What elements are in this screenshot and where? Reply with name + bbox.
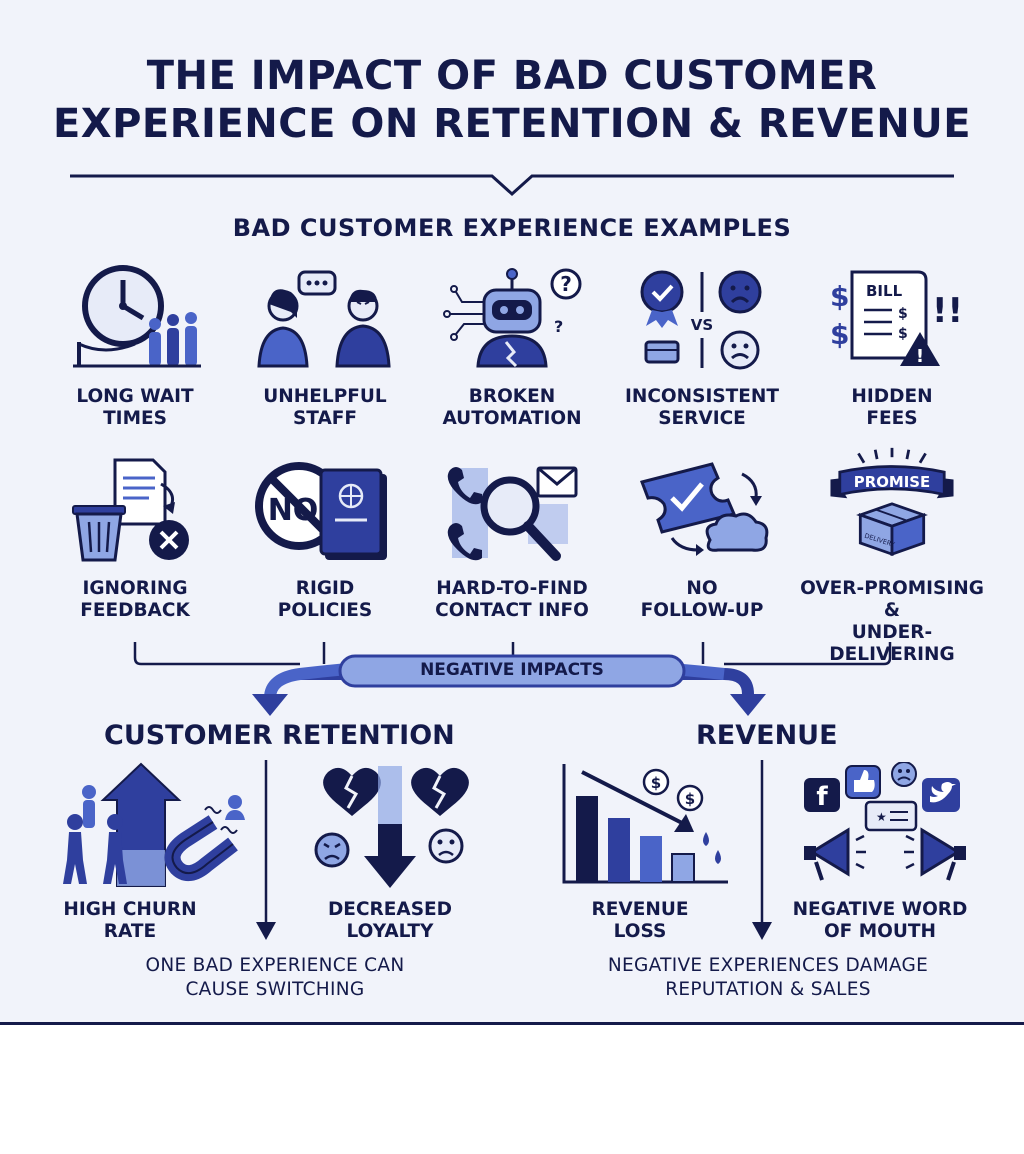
example-label-unhelpful-staff: UNHELPFUL STAFF bbox=[263, 386, 387, 429]
example-label-inconsistent-service: INCONSISTENT SERVICE bbox=[624, 386, 780, 429]
example-label-long-wait: LONG WAIT TIMES bbox=[76, 386, 194, 429]
promise-text: PROMISE bbox=[854, 473, 930, 491]
broken-heart-icon bbox=[314, 766, 469, 888]
revenue-divider-arrow bbox=[752, 760, 772, 940]
search-contact-icon bbox=[447, 466, 578, 561]
frustrated-people-icon bbox=[257, 270, 391, 368]
title-divider bbox=[70, 174, 954, 197]
svg-text:?: ? bbox=[560, 272, 572, 296]
revenue-label-negative-word-of-mouth: NEGATIVE WORD OF MOUTH bbox=[792, 899, 968, 942]
promise-box-icon: PROMISE DELIVERY bbox=[830, 447, 954, 556]
churn-magnet-icon bbox=[63, 762, 245, 887]
svg-text:$: $ bbox=[830, 280, 849, 313]
svg-text:?: ? bbox=[554, 317, 563, 336]
social-megaphone-icon: f ★ bbox=[804, 762, 966, 881]
negative-impacts-arrow bbox=[252, 654, 766, 716]
example-label-no-follow-up: NO FOLLOW-UP bbox=[640, 578, 764, 621]
retention-note: ONE BAD EXPERIENCE CAN CAUSE SWITCHING bbox=[145, 955, 405, 1000]
bill-text: BILL bbox=[866, 282, 903, 300]
examples-heading: BAD CUSTOMER EXPERIENCE EXAMPLES bbox=[232, 214, 792, 242]
trash-feedback-icon bbox=[72, 458, 189, 562]
connector-lines bbox=[133, 642, 892, 666]
revenue-label-revenue-loss: REVENUE LOSS bbox=[591, 899, 689, 942]
retention-label-high-churn: HIGH CHURN RATE bbox=[63, 899, 197, 942]
example-label-hidden-fees: HIDDEN FEES bbox=[851, 386, 933, 429]
example-label-rigid-policies: RIGID POLICIES bbox=[277, 578, 373, 621]
ticket-cycle-icon bbox=[640, 462, 769, 556]
svg-text:f: f bbox=[816, 782, 828, 812]
clock-queue-icon bbox=[73, 265, 201, 368]
bottom-rule bbox=[0, 1022, 1024, 1025]
page-title-line-2: EXPERIENCE ON RETENTION & REVENUE bbox=[52, 101, 972, 147]
bill-warning-icon: $ $ BILL $ $ ! !! bbox=[830, 270, 962, 367]
declining-bars-icon: $ $ bbox=[562, 764, 728, 884]
example-label-over-promising: OVER-PROMISING & UNDER-DELIVERING bbox=[800, 578, 984, 665]
retention-heading: CUSTOMER RETENTION bbox=[104, 720, 455, 751]
svg-text:$: $ bbox=[898, 306, 908, 322]
revenue-note: NEGATIVE EXPERIENCES DAMAGE REPUTATION &… bbox=[607, 955, 929, 1000]
svg-text:!: ! bbox=[916, 346, 924, 367]
example-label-hard-to-find-contact: HARD-TO-FIND CONTACT INFO bbox=[435, 578, 589, 621]
svg-text:!!: !! bbox=[932, 291, 962, 331]
example-label-broken-automation: BROKEN AUTOMATION bbox=[442, 386, 582, 429]
svg-text:$: $ bbox=[830, 318, 849, 351]
example-label-ignoring-feedback: IGNORING FEEDBACK bbox=[80, 578, 190, 621]
inconsistent-service-icon: VS bbox=[640, 270, 762, 370]
vs-label: VS bbox=[691, 316, 713, 334]
svg-text:$: $ bbox=[898, 326, 908, 342]
no-policy-book-icon: NO bbox=[255, 462, 387, 560]
svg-text:$: $ bbox=[651, 774, 661, 792]
negative-impacts-label: NEGATIVE IMPACTS bbox=[420, 660, 604, 680]
page-title-line-1: THE IMPACT OF BAD CUSTOMER bbox=[146, 53, 878, 99]
retention-label-decreased-loyalty: DECREASED LOYALTY bbox=[327, 899, 453, 942]
revenue-heading: REVENUE bbox=[696, 720, 838, 751]
no-text: NO bbox=[268, 493, 319, 528]
broken-robot-icon: ? ? bbox=[443, 268, 582, 368]
retention-divider-arrow bbox=[256, 760, 276, 940]
svg-text:★: ★ bbox=[876, 810, 887, 824]
svg-text:$: $ bbox=[685, 790, 695, 808]
